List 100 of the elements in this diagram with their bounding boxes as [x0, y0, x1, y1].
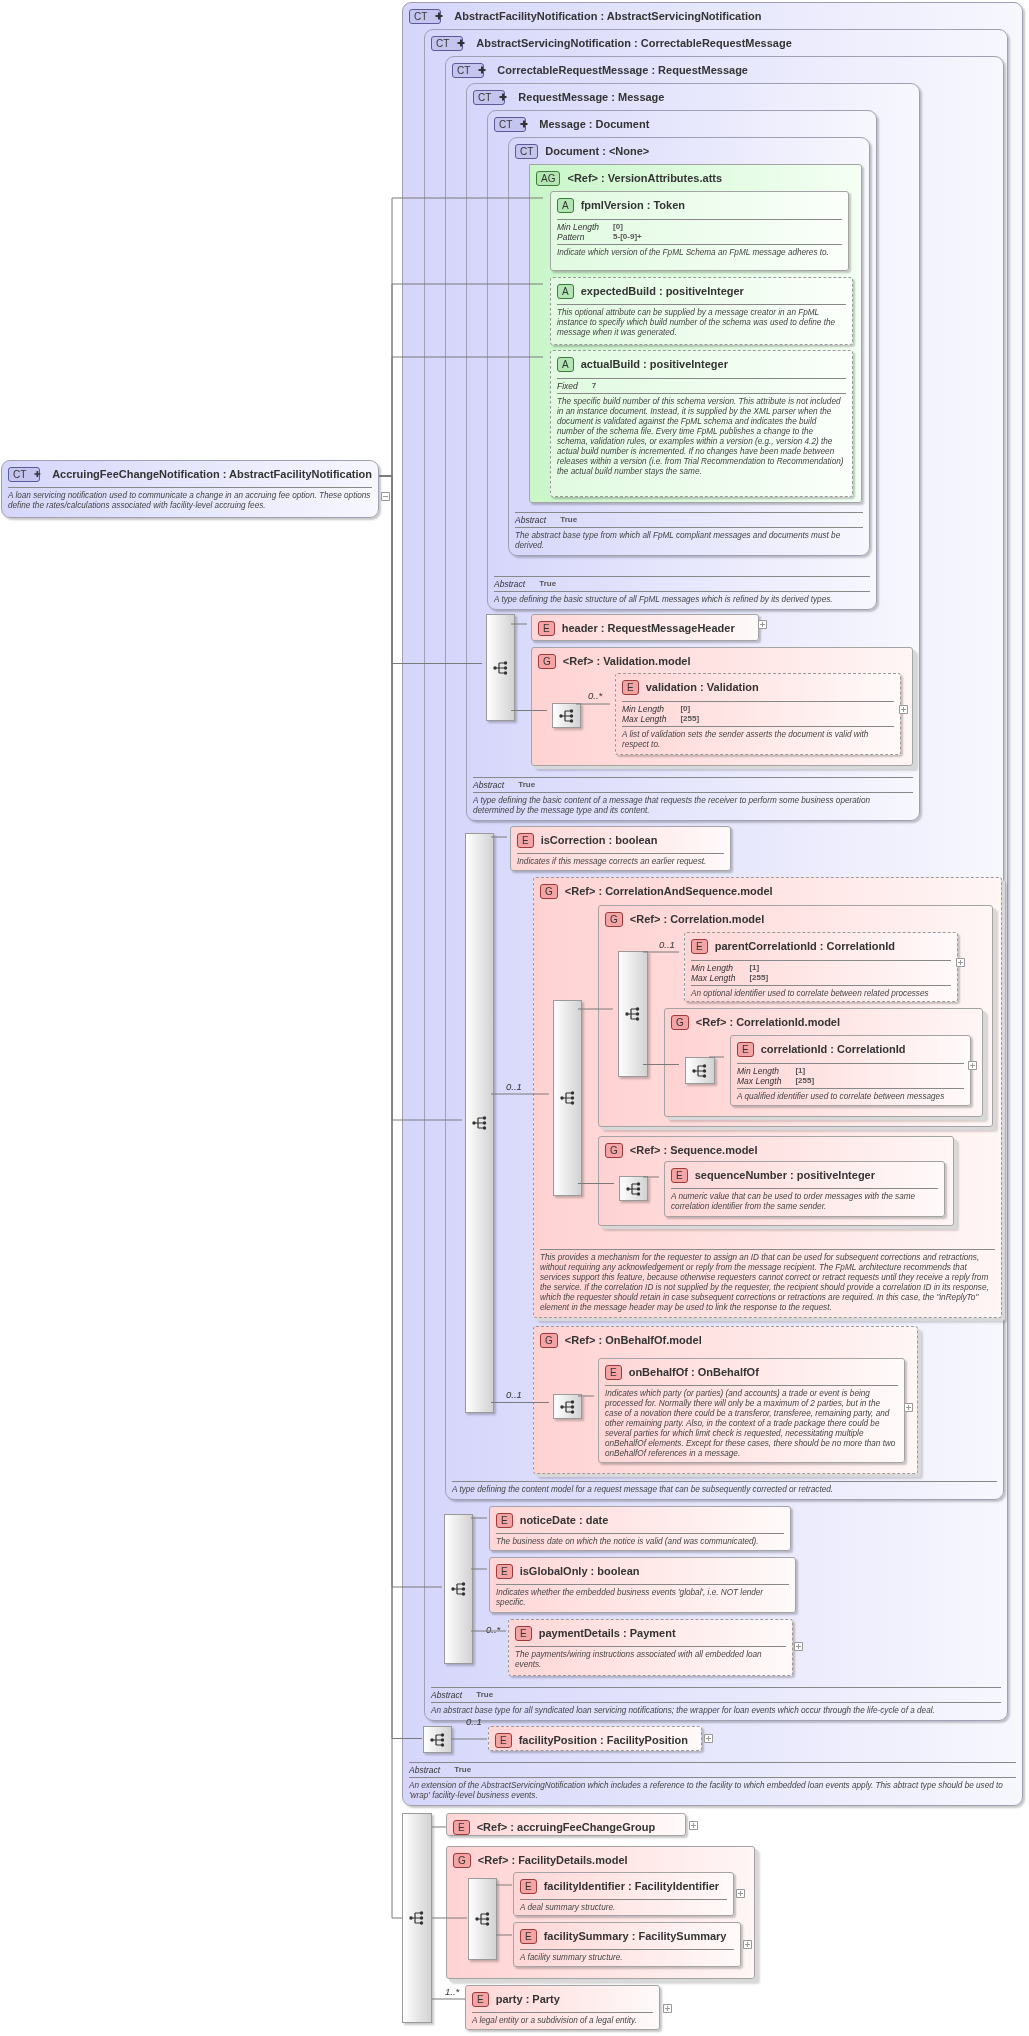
description: The payments/wiring instructions associated with all embedded loan events. [515, 1646, 786, 1670]
multiplicity-label: 0..* [486, 1624, 501, 1635]
multiplicity-label: 0..1 [506, 1081, 522, 1092]
connector-line [577, 1395, 595, 1397]
component-name: expectedBuild : positiveInteger [580, 285, 744, 297]
element-box [513, 1922, 741, 1967]
connector-line [495, 1934, 513, 1936]
property-value: True [560, 515, 578, 525]
component-name: validation : Validation [645, 681, 759, 693]
component-kind-tag: A [557, 197, 574, 213]
component-name: AbstractServicingNotification : CorrectableRequestMessage [476, 37, 792, 49]
multiplicity-label: 1..* [445, 1986, 460, 1997]
property-name: Max Length [622, 714, 667, 724]
component-name: Document : <None> [545, 145, 650, 157]
description: A type defining the basic structure of all FpML messages which is refined by its derived types. [494, 591, 870, 605]
component-name: Message : Document [539, 118, 650, 130]
property-value: [255] [680, 714, 700, 724]
attribute-group-box [529, 164, 862, 503]
description: A qualified identifier used to correlate between messages [737, 1088, 964, 1102]
connector-line [431, 1917, 468, 1919]
component-kind-tag: E [605, 1364, 622, 1380]
component-kind-tag: E [691, 938, 708, 954]
connector-line [490, 1093, 550, 1095]
group-box [533, 877, 1002, 1318]
description: An optional identifier used to correlate between related processes [691, 985, 951, 999]
sequence-compositor [423, 1726, 452, 1753]
component-name: <Ref> : CorrelationAndSequence.model [564, 885, 773, 897]
component-name: <Ref> : Correlation.model [629, 913, 765, 925]
sequence-compositor [402, 1813, 432, 2023]
multiplicity-label: 0..1 [466, 1716, 482, 1727]
sequence-compositor [685, 1057, 715, 1084]
description: Indicate which version of the FpML Schema an FpML message adheres to. [557, 244, 842, 258]
property-value: [1] [795, 1066, 807, 1076]
component-kind-tag: G [605, 1142, 623, 1158]
component-name: header : RequestMessageHeader [561, 622, 735, 634]
connector-line [577, 1183, 615, 1184]
element-box [446, 1813, 686, 1836]
connector-line [490, 836, 508, 838]
sequence-compositor [465, 833, 494, 1413]
connector-line [575, 703, 611, 705]
property-name: Min Length [557, 222, 600, 232]
element-box [513, 1872, 734, 1916]
element-box [730, 1035, 971, 1106]
component-name: facilitySummary : FacilitySummary [543, 1930, 727, 1942]
element-box [510, 826, 731, 871]
component-name: CorrectableRequestMessage : RequestMessage [497, 64, 748, 76]
sequence-compositor [618, 951, 648, 1077]
component-kind-tag: E [737, 1041, 754, 1057]
component-kind-tag: CT [494, 116, 527, 132]
sequence-compositor [468, 1878, 497, 1960]
attribute-box [550, 191, 849, 271]
complex-type-box [1, 460, 379, 518]
component-name: facilityIdentifier : FacilityIdentifier [543, 1880, 720, 1892]
component-kind-tag: CT [409, 8, 442, 24]
description: Indicates whether the embedded business events 'global', i.e. NOT lender specific. [496, 1584, 789, 1608]
description: A list of validation sets the sender asserts the document is valid with respect to. [622, 726, 894, 750]
component-name: <Ref> : Sequence.model [629, 1144, 758, 1156]
connector-line [510, 623, 528, 625]
property-value: True [454, 1765, 472, 1775]
component-kind-tag: AG [536, 170, 561, 186]
description: The specific build number of this schema version. This attribute is not included in an instance document. Instead, it is supplied by the XML parser when the document is validated against the FpML schema and indicates the build number of the schema file. Every time FpML publishes a change to the schema, validation rules, or examples within a version (e.g., version 4.2) the actual build number is incremented. If no changes have been made between releases within a version (i.e. from Trial Recommendation to Recommendation) the actual build number stays the same. [557, 393, 846, 477]
description: Indicates which party (or parties) (and accounts) a trade or event is being processed for. Normally there will only be a maximum of 2 parties, but in the case of a novation there could be a transferor, transferee, remaining party, and other remaining party. Also, in the context of a trade package there could be several parties for which limit check is requested, necessitating multiple onBehalfOf elements. Except for these cases, there should be no more than two onBehalfOf references in a message. [605, 1385, 898, 1459]
component-kind-tag: E [515, 1625, 532, 1641]
component-kind-tag: E [538, 620, 555, 636]
description: The business date on which the notice is valid (and was communicated). [496, 1533, 784, 1547]
component-kind-tag: CT [431, 35, 464, 51]
component-name: onBehalfOf : OnBehalfOf [628, 1366, 759, 1378]
connector-line [642, 1064, 680, 1065]
element-box [489, 1557, 796, 1613]
sequence-compositor [553, 1000, 582, 1196]
component-name: <Ref> : OnBehalfOf.model [564, 1334, 702, 1346]
sequence-compositor [553, 1394, 582, 1419]
connector-line [708, 1056, 725, 1058]
property-value: [255] [795, 1076, 815, 1086]
sequence-compositor [552, 703, 581, 728]
component-name: <Ref> : VersionAttributes.atts [567, 172, 723, 184]
description: An extension of the AbstractServicingNotification which includes a reference to the facility to which embedded loan events apply. This abtract type should be used to 'wrap' facility-level business events. [409, 1777, 1016, 1801]
description: The abstract base type from which all FpML compliant messages and documents must be derived. [515, 527, 863, 551]
property-name: Abstract [473, 780, 505, 790]
description: A type defining the basic content of a message that requests the receiver to perform some business operation determined by the message type and its content. [473, 792, 913, 816]
connector-line [431, 1998, 466, 2000]
component-kind-tag: A [557, 283, 574, 299]
component-kind-tag: G [540, 883, 558, 899]
element-box [684, 932, 958, 1002]
component-name: isCorrection : boolean [540, 834, 658, 846]
description: A loan servicing notification used to communicate a change in an accruing fee option. These options define the rates/calculations associated with facility-level accruing fees. [8, 487, 372, 511]
description: An abstract base type for all syndicated loan servicing notifications; the wrapper for loan events which occur through the life-cycle of a deal. [431, 1702, 1001, 1716]
component-kind-tag: G [540, 1332, 558, 1348]
multiplicity-label: 0..* [588, 690, 603, 701]
component-kind-tag: E [520, 1878, 537, 1894]
component-name: isGlobalOnly : boolean [519, 1565, 640, 1577]
component-name: facilityPosition : FacilityPosition [518, 1734, 688, 1746]
description: A legal entity or a subdivision of a legal entity. [472, 2012, 653, 2026]
property-name: Abstract [515, 515, 547, 525]
component-name: <Ref> : FacilityDetails.model [477, 1854, 628, 1866]
description: A facility summary structure. [520, 1949, 734, 1963]
complex-type-box [466, 83, 920, 821]
sequence-compositor [486, 614, 515, 721]
property-name: Min Length [691, 963, 735, 973]
description: A deal summary structure. [520, 1899, 727, 1913]
